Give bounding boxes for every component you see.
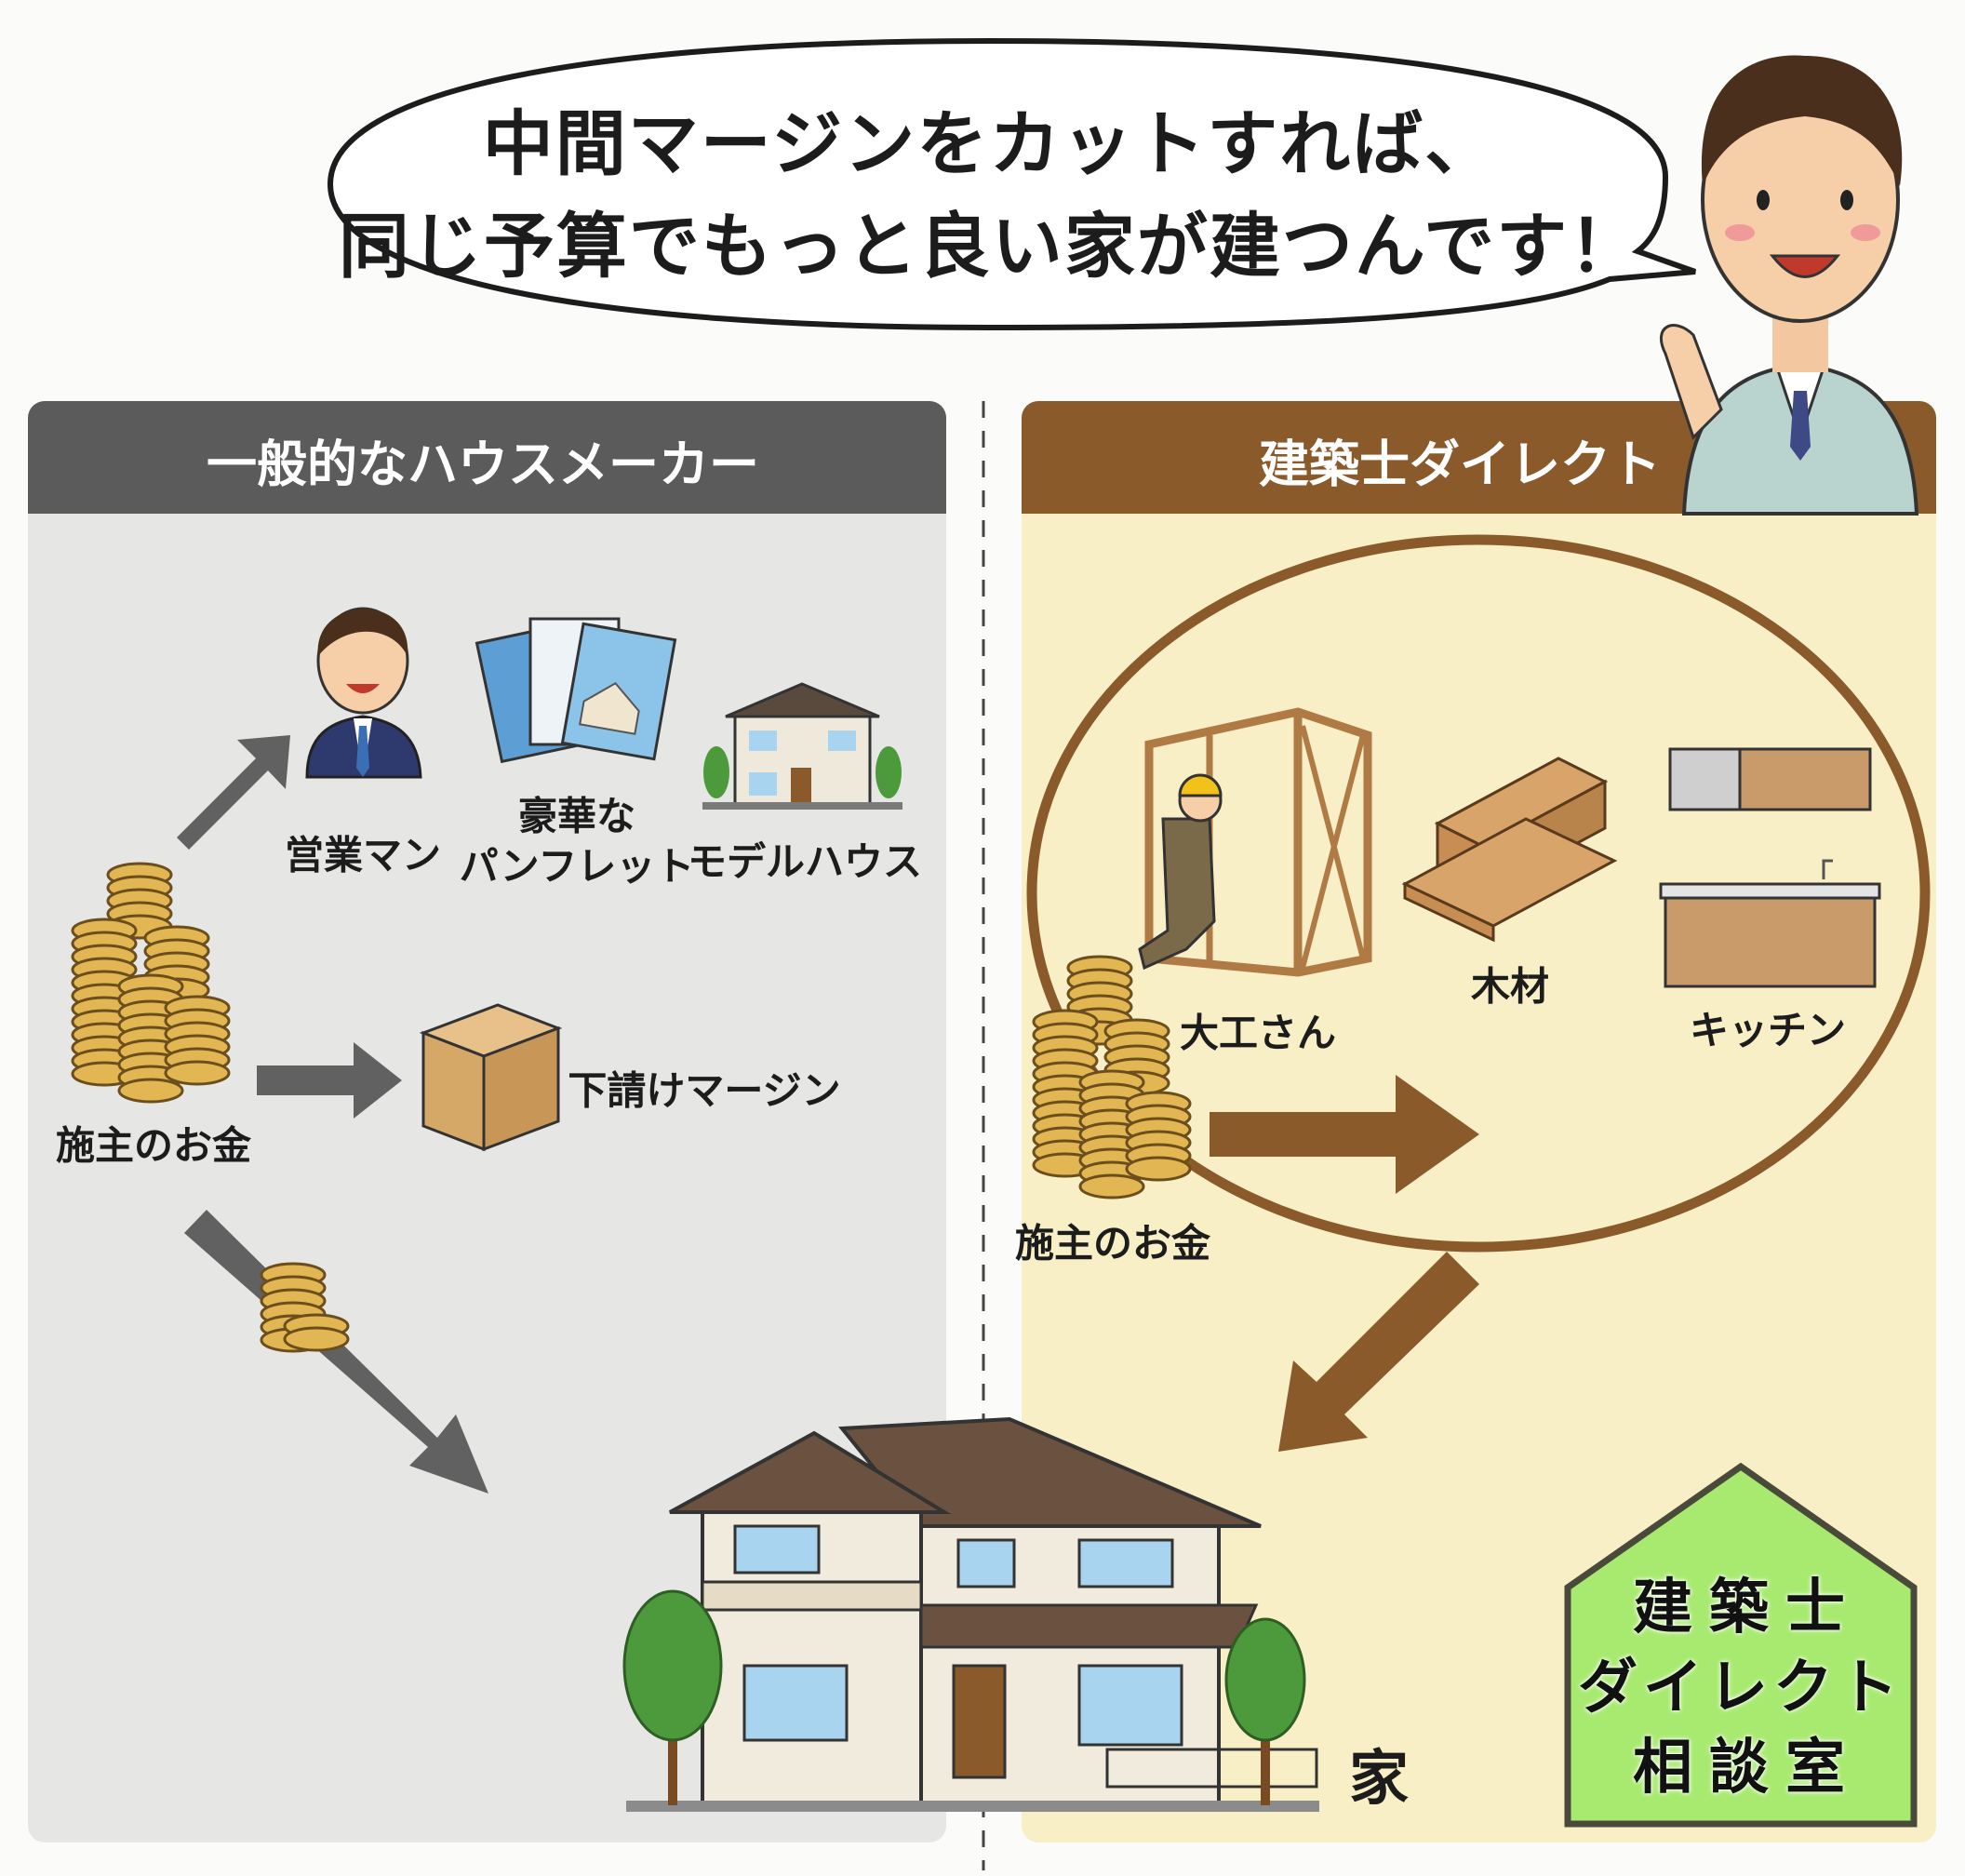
left-panel-title: 一般的なハウスメーカー: [207, 435, 759, 494]
badge-line-3: 相談室: [1633, 1734, 1862, 1802]
right-panel-title: 建築士ダイレクト: [1259, 435, 1661, 494]
label-pamphlet-2: パンフレット: [459, 843, 695, 890]
arrow-to-subcontract-icon: [257, 1042, 402, 1119]
speech-line-1: 中間マージンをカットすれば、: [482, 102, 1498, 185]
label-subcontract-margin: 下請けマージン: [568, 1067, 841, 1114]
label-owner-money-left: 施主のお金: [55, 1122, 252, 1169]
label-pamphlet-1: 豪華な: [517, 793, 636, 839]
speech-bubble: [327, 37, 1697, 331]
label-kitchen: キッチン: [1689, 1007, 1847, 1053]
arrow-right-icon: [1210, 1075, 1479, 1194]
left-arrows: [177, 735, 488, 1494]
main-house-icon: [622, 1416, 1319, 1812]
salesman-icon: [305, 607, 422, 779]
pamphlet-icon: [475, 617, 677, 764]
label-salesman: 営業マン: [284, 832, 442, 878]
badge-line-1: 建築士: [1633, 1574, 1862, 1642]
carpenter-icon: [1138, 707, 1372, 977]
model-house-icon: [702, 682, 902, 810]
consultation-badge: [1564, 1462, 1918, 1828]
cardboard-box-icon: [419, 1003, 563, 1152]
speech-line-2: 同じ予算でもっと良い家が建つんです！: [338, 205, 1642, 288]
presenter-man-illustration: [1659, 55, 1919, 516]
label-house: 家: [1349, 1745, 1409, 1814]
kitchen-icon: [1659, 747, 1881, 988]
arrow-to-house-icon: [184, 1210, 488, 1494]
label-lumber: 木材: [1470, 963, 1550, 1010]
direct-circle: [1026, 534, 1931, 1253]
badge-line-2: ダイレクト: [1578, 1654, 1904, 1722]
right-arrows: [1210, 1075, 1479, 1452]
label-model-house: モデルハウス: [687, 838, 923, 885]
lumber-icon: [1401, 757, 1618, 943]
label-carpenter: 大工さん: [1179, 1010, 1337, 1056]
label-owner-money-right: 施主のお金: [1014, 1220, 1211, 1266]
arrow-to-sales-icon: [177, 735, 290, 850]
arrow-to-house-brown-icon: [1278, 1252, 1479, 1452]
left-panel-header-bar: [28, 401, 946, 514]
